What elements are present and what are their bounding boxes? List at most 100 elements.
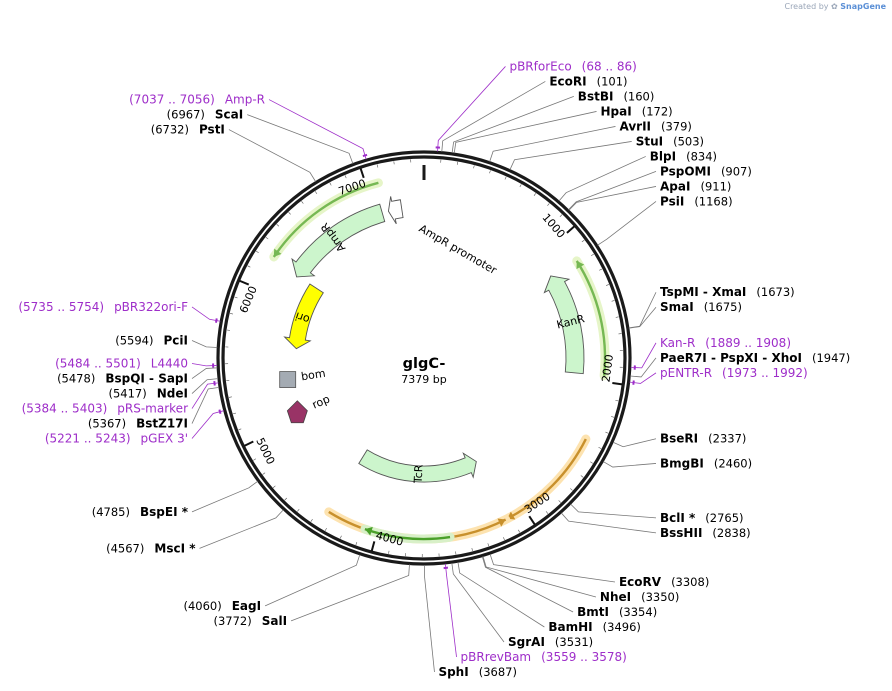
feature-kanr[interactable] — [543, 275, 585, 375]
site-label: (5594)PciI — [115, 334, 188, 348]
site-name: EcoRV — [619, 575, 662, 589]
restriction-site[interactable]: PsiI(1168) — [597, 194, 733, 246]
minor-tick — [284, 497, 288, 501]
site-label: (5484 .. 5501)L4440 — [55, 357, 188, 371]
restriction-site[interactable]: (5367)BstZ17I — [88, 386, 220, 431]
backbone-inner-strand — [221, 155, 627, 561]
restriction-site[interactable]: (4567)MscI * — [106, 509, 284, 556]
minor-tick — [606, 284, 610, 286]
restriction-site[interactable]: BmtI(3354) — [481, 556, 657, 619]
minor-tick — [232, 412, 236, 415]
restriction-site[interactable]: (5417)NdeI — [109, 378, 219, 401]
primer-annotation[interactable]: (5221 .. 5243)pGEX 3' — [45, 409, 224, 446]
minor-tick — [276, 224, 280, 227]
restriction-site[interactable]: BssHII(2838) — [560, 512, 751, 540]
restriction-site[interactable]: (4785)BspEI * — [92, 480, 258, 519]
feature-ori[interactable] — [283, 283, 324, 350]
leader-line — [568, 171, 657, 211]
primer-annotation[interactable]: (5484 .. 5501)L4440 — [55, 357, 218, 371]
minor-tick — [471, 548, 473, 552]
primer-annotation[interactable]: pBRrevBam(3559 .. 3578) — [443, 563, 627, 664]
restriction-site[interactable]: (6967)ScaI — [167, 108, 354, 164]
minor-tick — [599, 268, 603, 271]
site-label: (5384 .. 5403)pRS-marker — [22, 402, 188, 416]
feature-bom[interactable] — [279, 371, 297, 388]
leader-line — [424, 564, 435, 673]
minor-tick — [388, 550, 390, 554]
primer-annotation[interactable]: Kan-R(1889 .. 1908) — [630, 336, 791, 370]
minor-tick — [253, 458, 257, 461]
leader-line — [191, 363, 218, 367]
primer-annotation[interactable]: pENTR-R(1973 .. 1992) — [629, 366, 808, 385]
restriction-site[interactable]: SgrAI(3531) — [451, 563, 593, 649]
leader-line — [630, 342, 657, 369]
minor-tick — [570, 488, 573, 491]
leader-line — [453, 111, 597, 154]
restriction-site[interactable]: BclI *(2765) — [570, 503, 744, 525]
restriction-site[interactable]: PspOMI(907) — [568, 164, 752, 211]
restriction-site[interactable]: NheI(3350) — [482, 556, 679, 604]
orf-line — [506, 438, 587, 520]
credit-prefix: Created by — [784, 2, 829, 11]
major-tick — [566, 225, 576, 234]
restriction-site[interactable]: StuI(503) — [509, 134, 704, 170]
restriction-site[interactable]: (5478)BspQI - SapI — [57, 367, 218, 386]
restriction-site[interactable]: EcoRV(3308) — [489, 554, 709, 589]
site-position: (4785) — [92, 505, 130, 519]
minor-tick — [489, 170, 491, 174]
primer-annotation[interactable]: (5735 .. 5754)pBR322ori-F — [18, 300, 221, 323]
restriction-site[interactable]: ApaI(911) — [568, 179, 731, 211]
restriction-site[interactable]: (6732)PstI — [151, 123, 316, 182]
site-label: BlpI(834) — [650, 149, 717, 163]
restriction-site[interactable]: AvrII(379) — [489, 119, 692, 162]
site-name: NheI — [600, 590, 631, 604]
site-label: BmtI(3354) — [577, 605, 657, 619]
site-name: SgrAI — [508, 635, 545, 649]
restriction-site[interactable]: TspMI - XmaI(1673) — [628, 285, 795, 329]
feature-ampr[interactable] — [291, 203, 386, 278]
restriction-site[interactable]: BseRI(2337) — [612, 432, 746, 448]
site-label: ApaI(911) — [660, 179, 731, 193]
restriction-site[interactable]: BstBI(160) — [451, 89, 654, 153]
minor-tick — [581, 239, 585, 243]
site-position: (160) — [623, 89, 654, 103]
restriction-site[interactable]: SmaI(1675) — [628, 300, 742, 329]
primer-annotation[interactable]: (7037 .. 7056)Amp-R — [129, 93, 368, 160]
site-name: BlpI — [650, 149, 676, 163]
restriction-site[interactable]: HpaI(172) — [453, 104, 673, 154]
primer-annotation[interactable]: (5384 .. 5403)pRS-marker — [22, 381, 219, 416]
restriction-site[interactable]: BlpI(834) — [558, 149, 717, 202]
leader-line — [444, 563, 457, 658]
site-name: BclI * — [660, 511, 696, 525]
tick-label: 4000 — [374, 529, 404, 549]
feature-rop[interactable] — [286, 400, 308, 424]
restriction-site[interactable]: SphI(3687) — [424, 564, 517, 679]
annotation-layer[interactable]: pBRforEco(68 .. 86)EcoRI(101)BstBI(160)H… — [18, 59, 850, 679]
restriction-site[interactable]: (4060)EagI — [183, 554, 361, 613]
site-label: BseRI(2337) — [660, 432, 746, 446]
restriction-site[interactable]: (5594)PciI — [115, 334, 218, 348]
restriction-site[interactable]: (3772)SalI — [213, 564, 410, 628]
minor-tick — [473, 165, 475, 169]
minor-tick — [329, 182, 332, 186]
site-position: (4567) — [106, 541, 144, 555]
restriction-site[interactable]: BmgBI(2460) — [603, 456, 752, 470]
leader-line — [451, 96, 574, 153]
site-position: (5735 .. 5754) — [18, 300, 104, 314]
primer-annotation[interactable]: pBRforEco(68 .. 86) — [435, 59, 637, 152]
minor-tick — [456, 161, 459, 165]
tick-label: 1000 — [539, 211, 567, 241]
site-label: BamHI(3496) — [548, 620, 641, 634]
feature-ampr-promoter[interactable] — [387, 196, 404, 225]
restriction-site[interactable]: EcoRI(101) — [441, 74, 628, 152]
site-label: (4785)BspEI * — [92, 505, 189, 519]
site-position: (1973 .. 1992) — [722, 366, 808, 380]
tick-label: 5000 — [253, 436, 277, 467]
restriction-site[interactable]: BamHI(3496) — [457, 562, 641, 634]
minor-tick — [228, 396, 232, 398]
feature-tcr[interactable] — [358, 449, 477, 483]
restriction-site[interactable]: PaeR7I - PspXI - XhoI(1947) — [630, 351, 850, 378]
site-name: PstI — [199, 123, 225, 137]
